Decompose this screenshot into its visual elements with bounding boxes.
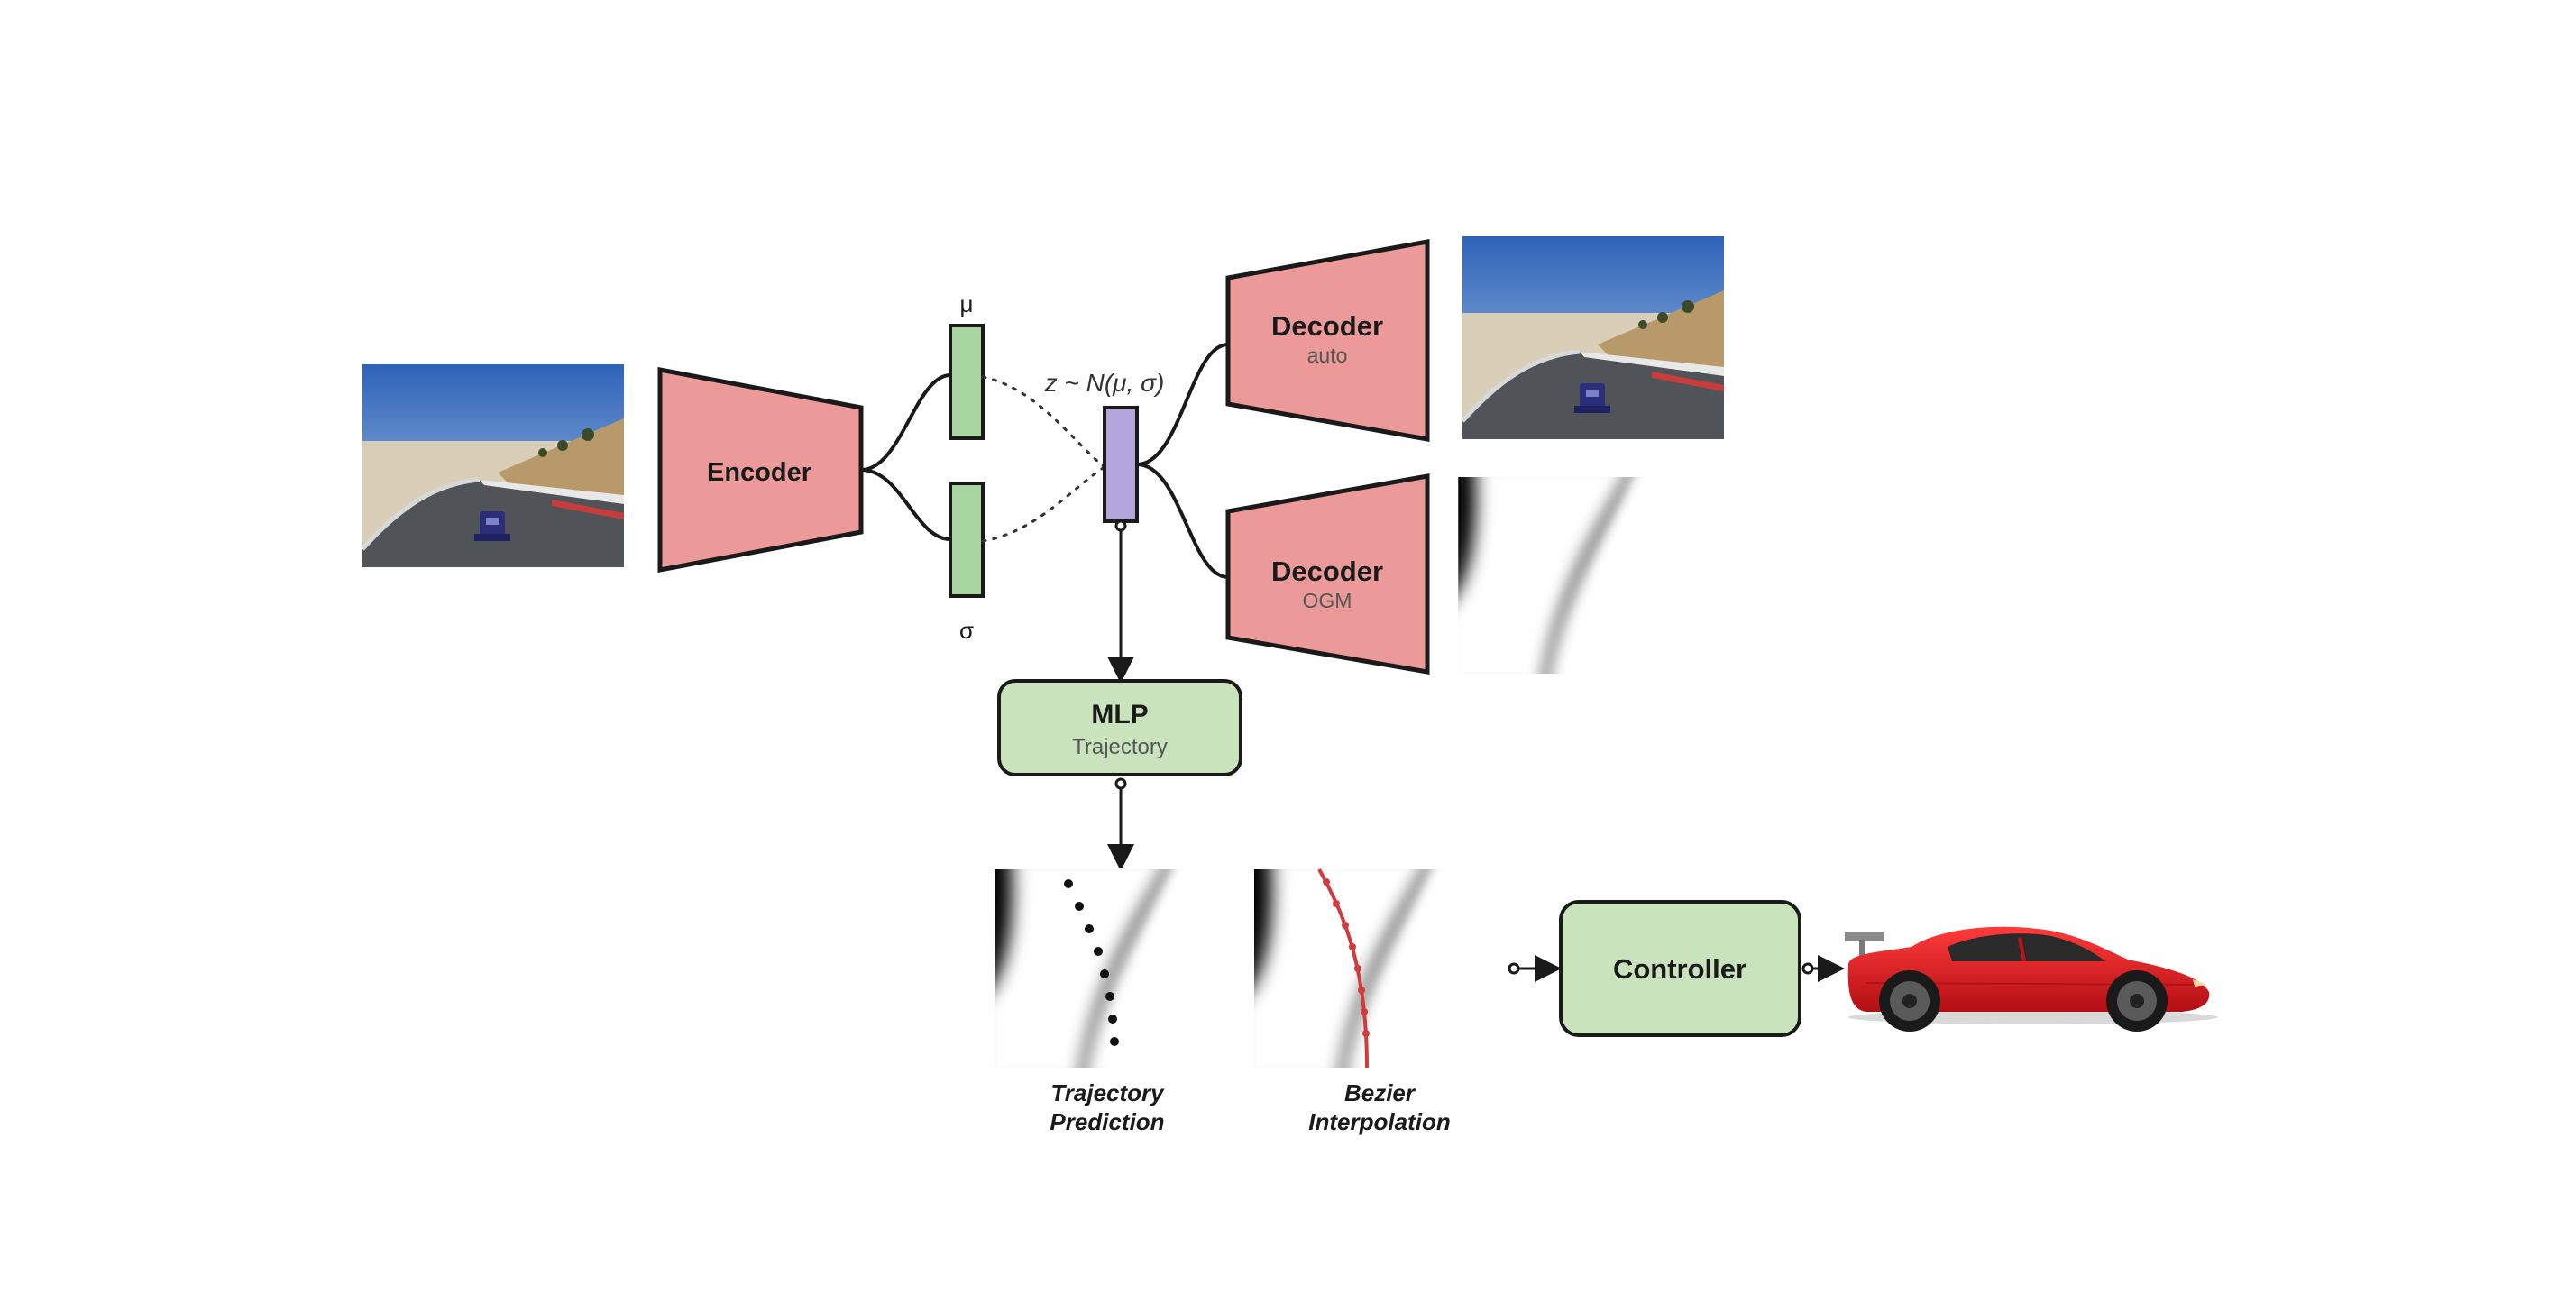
reconstructed-road-image — [1462, 236, 1724, 439]
controller-block: Controller — [1559, 900, 1801, 1037]
sampling-dotted-lines — [981, 375, 1106, 543]
decoder-ogm-title: Decoder — [1271, 556, 1383, 587]
mu-label: μ — [960, 290, 974, 317]
bezier-output-port — [1508, 962, 1520, 975]
bezier-interpolation-caption-1: Bezier — [1344, 1079, 1416, 1106]
red-sports-car-icon — [1845, 926, 2218, 1032]
encoder-to-sigma-connector — [860, 468, 951, 541]
z-to-decoder-ogm-connector — [1136, 463, 1229, 579]
mlp-subtitle: Trajectory — [1072, 735, 1168, 759]
mlp-title: MLP — [1091, 700, 1148, 730]
input-road-image — [362, 364, 624, 567]
trajectory-prediction-caption-1: Trajectory — [1050, 1079, 1165, 1106]
controller-label: Controller — [1613, 953, 1746, 985]
mu-vector — [949, 324, 985, 440]
encoder-block: Encoder — [657, 366, 864, 574]
decoder-ogm-block: Decoder OGM — [1225, 473, 1430, 675]
decoder-ogm-subtitle: OGM — [1303, 589, 1352, 612]
ogm-map-image — [1440, 459, 1726, 692]
z-latent-vector — [1103, 406, 1139, 523]
sigma-label: σ — [959, 617, 974, 644]
z-output-port — [1114, 519, 1127, 532]
controller-output-port — [1801, 962, 1814, 975]
bezier-interpolation-image — [1236, 851, 1525, 1086]
trajectory-prediction-caption-2: Prediction — [1050, 1108, 1164, 1135]
z-to-decoder-auto-connector — [1136, 343, 1229, 466]
bezier-interpolation-caption-2: Interpolation — [1308, 1108, 1450, 1135]
encoder-to-mu-connector — [860, 373, 951, 472]
trajectory-prediction-image — [976, 851, 1265, 1086]
decoder-auto-title: Decoder — [1271, 310, 1383, 342]
z-distribution-label: z ~ N(μ, σ) — [1044, 369, 1165, 397]
encoder-label: Encoder — [707, 458, 811, 487]
sigma-vector — [949, 482, 985, 598]
decoder-auto-block: Decoder auto — [1225, 239, 1430, 442]
mlp-block: MLP Trajectory — [997, 679, 1242, 776]
mlp-output-port — [1114, 777, 1127, 790]
decoder-auto-subtitle: auto — [1307, 344, 1348, 367]
